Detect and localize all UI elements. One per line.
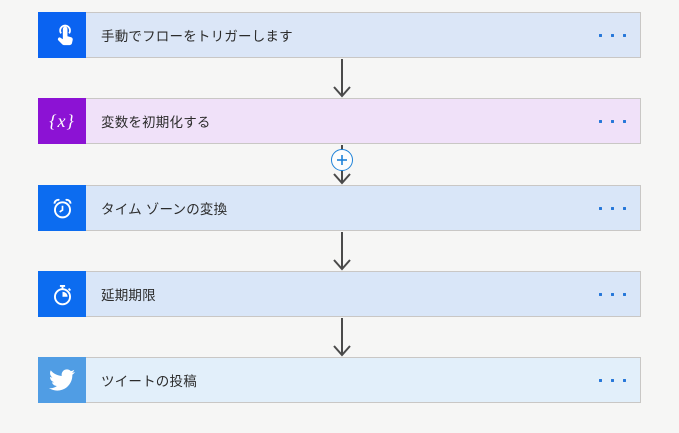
manual-trigger-touch-icon [38,12,86,58]
more-actions-button[interactable] [599,203,626,214]
step-label: 延期期限 [101,288,156,303]
more-actions-button[interactable] [599,289,626,300]
more-actions-button[interactable] [599,30,626,41]
step-label: 手動でフローをトリガーします [101,29,293,44]
variable-braces-icon: {x} [38,98,86,144]
step-label: ツイートの投稿 [101,374,197,389]
connector-arrow [329,318,355,357]
connector-arrow [329,232,355,271]
alarm-clock-icon [38,185,86,231]
connector-arrow [329,59,355,98]
flow-step-initialize-variable[interactable]: {x} 変数を初期化する [38,98,641,144]
more-actions-button[interactable] [599,375,626,386]
more-actions-button[interactable] [599,116,626,127]
stopwatch-icon [38,271,86,317]
flow-step-post-tweet[interactable]: ツイートの投稿 [38,357,641,403]
twitter-bird-icon [38,357,86,403]
step-label: 変数を初期化する [101,115,211,130]
flow-step-convert-time-zone[interactable]: タイム ゾーンの変換 [38,185,641,231]
flow-step-delay-until[interactable]: 延期期限 [38,271,641,317]
step-label: タイム ゾーンの変換 [101,202,228,217]
flow-step-manual-trigger[interactable]: 手動でフローをトリガーします [38,12,641,58]
insert-step-button[interactable] [331,149,353,171]
